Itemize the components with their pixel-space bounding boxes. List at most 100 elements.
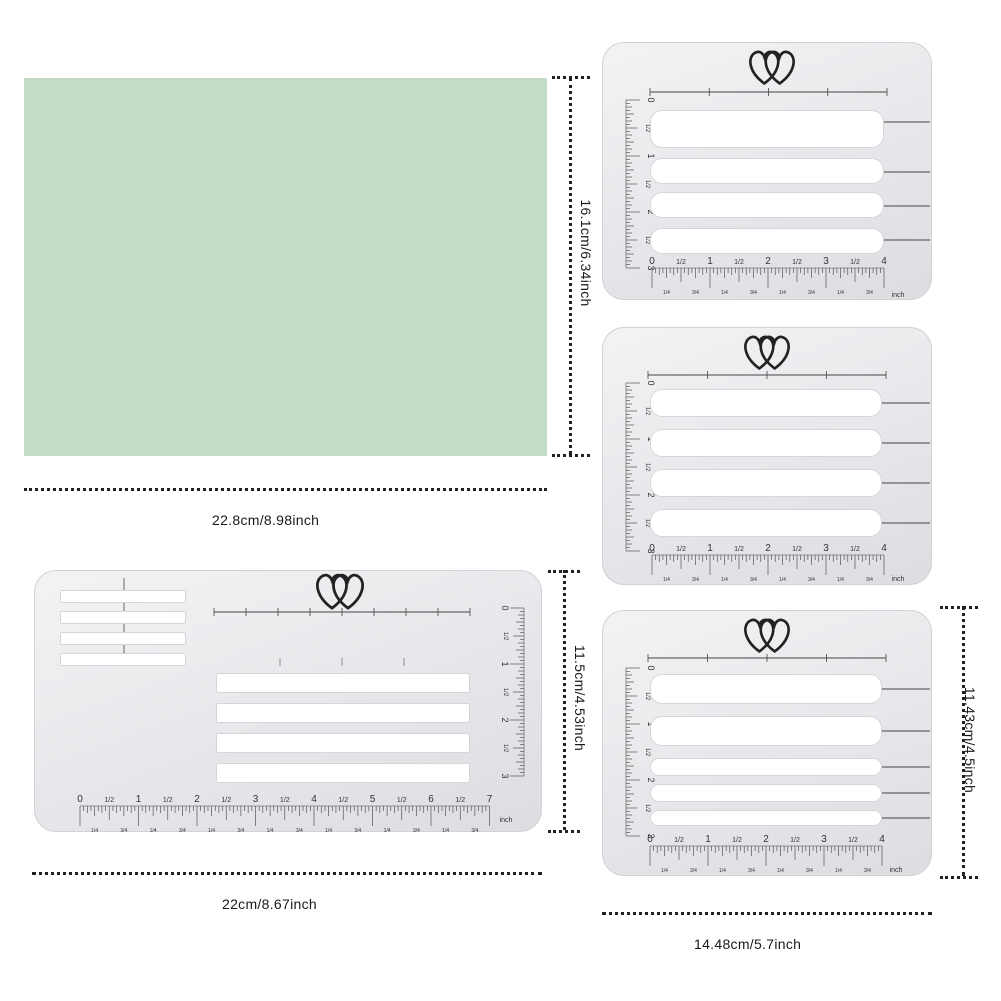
envelope-height-line (563, 570, 566, 830)
ruler-three-quarter-label: 3/4 (296, 828, 303, 834)
ruler-number: 4 (881, 543, 887, 554)
double-heart-icon (749, 50, 795, 86)
ruler-number: 0 (649, 256, 655, 267)
heart-right-shape (759, 618, 790, 654)
ruler-quarter-label: 1/4 (837, 290, 844, 296)
ruler-three-quarter-label: 3/4 (864, 868, 871, 874)
ruler-half-label: 1/2 (644, 804, 650, 813)
ruler-three-quarter-label: 3/4 (354, 828, 361, 834)
ruler-half-label: 1/2 (104, 797, 114, 804)
ruler-unit-label: inch (892, 576, 905, 583)
ruler-number: 0 (646, 97, 656, 102)
heart-right-shape (332, 573, 364, 610)
writing-slot (650, 716, 882, 746)
ruler-half-label: 1/2 (280, 797, 290, 804)
ruler-half-label: 1/2 (734, 259, 744, 266)
ruler-quarter-label: 1/4 (721, 290, 728, 296)
ruler-number: 2 (646, 492, 656, 497)
return-address-slot (60, 590, 186, 603)
ruler-half-label: 1/2 (644, 692, 650, 701)
ruler-three-quarter-label: 3/4 (237, 828, 244, 834)
ruler-half-label: 1/2 (455, 797, 465, 804)
ruler-number: 0 (500, 605, 510, 610)
ruler-number: 4 (879, 834, 885, 845)
ruler-half-label: 1/2 (338, 797, 348, 804)
ruler-number: 3 (646, 548, 656, 553)
small-width-label: 14.48cm/5.7inch (694, 936, 802, 952)
ruler-half-label: 1/2 (732, 837, 742, 844)
ruler-half-label: 1/2 (163, 797, 173, 804)
ruler-number: 7 (487, 794, 493, 805)
large-card-bottom-tick (552, 454, 590, 457)
ruler-three-quarter-label: 3/4 (748, 868, 755, 874)
return-address-slot (60, 632, 186, 645)
ruler-half-label: 1/2 (644, 463, 650, 472)
writing-slot (650, 389, 882, 417)
ruler-unit-label: inch (890, 867, 903, 874)
envelope-width-line (32, 872, 542, 875)
ruler-unit-label: inch (500, 817, 513, 824)
small-bottom-tick (940, 876, 978, 879)
writing-slot (650, 674, 882, 704)
ruler-quarter-label: 1/4 (442, 828, 449, 834)
ruler-quarter-label: 1/4 (719, 868, 726, 874)
large-card-width-line (24, 488, 547, 491)
ruler-number: 0 (646, 665, 656, 670)
ruler-half-label: 1/2 (644, 124, 650, 133)
ruler-number: 2 (646, 777, 656, 782)
ruler-half-label: 1/2 (792, 259, 802, 266)
ruler-half-label: 1/2 (848, 837, 858, 844)
ruler-quarter-label: 1/4 (91, 828, 98, 834)
ruler-number: 0 (649, 543, 655, 554)
ruler-quarter-label: 1/4 (721, 577, 728, 583)
writing-slot (650, 810, 882, 826)
double-heart-icon (316, 573, 364, 610)
address-slot (216, 673, 470, 693)
ruler-number: 3 (253, 794, 259, 805)
ruler-quarter-label: 1/4 (837, 577, 844, 583)
ruler-three-quarter-label: 3/4 (808, 577, 815, 583)
small-width-line (602, 912, 932, 915)
double-heart-icon (744, 335, 790, 371)
ruler-quarter-label: 1/4 (325, 828, 332, 834)
ruler-three-quarter-label: 3/4 (471, 828, 478, 834)
ruler-quarter-label: 1/4 (663, 290, 670, 296)
ruler-quarter-label: 1/4 (777, 868, 784, 874)
ruler-three-quarter-label: 3/4 (750, 577, 757, 583)
small-height-label: 11.43cm/4.5inch (962, 686, 978, 794)
heart-left-shape (749, 50, 780, 86)
heart-left-shape (744, 335, 775, 371)
ruler-three-quarter-label: 3/4 (692, 577, 699, 583)
ruler-half-label: 1/2 (790, 837, 800, 844)
ruler-three-quarter-label: 3/4 (866, 577, 873, 583)
large-card-height-line (569, 78, 572, 454)
ruler-three-quarter-label: 3/4 (806, 868, 813, 874)
ruler-quarter-label: 1/4 (267, 828, 274, 834)
envelope-width-label: 22cm/8.67inch (222, 896, 317, 912)
writing-slot (650, 758, 882, 776)
ruler-number: 1 (705, 834, 711, 845)
ruler-quarter-label: 1/4 (663, 577, 670, 583)
ruler-half-label: 1/2 (502, 632, 508, 641)
ruler-number: 3 (646, 265, 656, 270)
heart-left-shape (316, 573, 348, 610)
ruler-half-label: 1/2 (397, 797, 407, 804)
ruler-half-label: 1/2 (676, 259, 686, 266)
small-height-line (962, 606, 965, 876)
large-card-height-label: 16.1cm/6.34inch (578, 199, 594, 307)
stencil-5-line-bottom: 01231/21/21/2012341/21/43/41/21/43/41/21… (602, 610, 932, 876)
stencil-artwork: 01231/21/21/2012341/21/43/41/21/43/41/21… (625, 618, 930, 874)
ruler-half-label: 1/2 (644, 748, 650, 757)
address-slot (216, 703, 470, 723)
ruler-half-label: 1/2 (644, 407, 650, 416)
heart-right-shape (764, 50, 795, 86)
ruler-half-label: 1/2 (850, 546, 860, 553)
ruler-half-label: 1/2 (792, 546, 802, 553)
ruler-number: 0 (647, 834, 653, 845)
writing-slot (650, 158, 884, 184)
ruler-half-label: 1/2 (850, 259, 860, 266)
ruler-number: 5 (370, 794, 376, 805)
ruler-number: 1 (646, 153, 656, 158)
ruler-number: 2 (194, 794, 200, 805)
